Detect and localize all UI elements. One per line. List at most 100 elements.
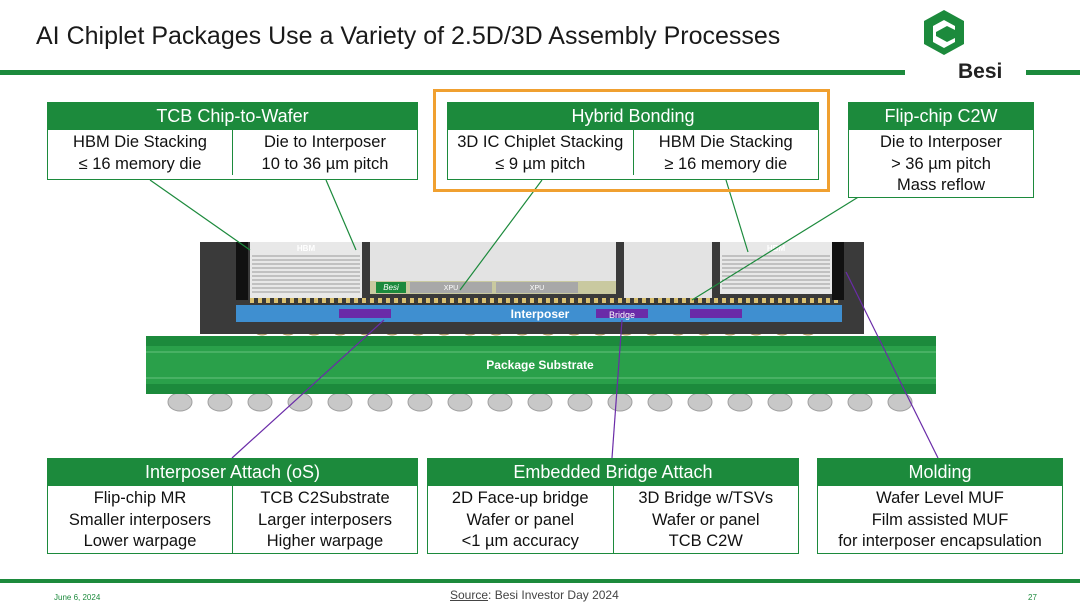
- micro-bump: [586, 298, 590, 303]
- box-text: 3D IC Chiplet Stacking: [457, 133, 624, 151]
- micro-bump: [594, 298, 598, 303]
- micro-bump: [474, 298, 478, 303]
- micro-bump: [770, 298, 774, 303]
- solder-ball: [527, 392, 553, 412]
- micro-bump: [434, 298, 438, 303]
- substrate-label: Package Substrate: [486, 358, 594, 372]
- interposer-label: Interposer: [511, 307, 570, 321]
- embedded-bridge-attach-box: Embedded Bridge Attach 2D Face-up bridge…: [427, 458, 799, 554]
- micro-bump: [402, 298, 406, 303]
- micro-bump: [354, 298, 358, 303]
- solder-ball: [407, 392, 433, 412]
- box-text: Mass reflow: [896, 176, 986, 194]
- box-column: 3D IC Chiplet Stacking ≤ 9 µm pitch: [448, 130, 633, 175]
- box-heading: Hybrid Bonding: [448, 103, 818, 130]
- micro-bump: [762, 298, 766, 303]
- solder-ball: [567, 392, 593, 412]
- box-text: TCB C2W: [668, 532, 743, 550]
- micro-bump: [658, 298, 662, 303]
- micro-bump: [250, 298, 254, 303]
- box-text: Flip-chip MR: [93, 489, 187, 507]
- micro-bump: [418, 298, 422, 303]
- solder-ball: [367, 392, 393, 412]
- footer-date: June 6, 2024: [54, 593, 101, 602]
- micro-bump: [538, 298, 542, 303]
- bridge-right: [690, 309, 742, 318]
- micro-bump: [786, 298, 790, 303]
- micro-bump: [394, 298, 398, 303]
- box-column: Die to Interposer 10 to 36 µm pitch: [232, 130, 417, 175]
- solder-ball: [887, 392, 913, 412]
- box-text: Lower warpage: [83, 532, 197, 550]
- micro-bump: [386, 298, 390, 303]
- box-column: Flip-chip MR Smaller interposers Lower w…: [48, 486, 232, 553]
- micro-bump: [682, 298, 686, 303]
- micro-bump: [370, 298, 374, 303]
- micro-bump: [514, 298, 518, 303]
- header-rule: [0, 70, 905, 75]
- micro-bump: [666, 298, 670, 303]
- micro-bump: [578, 298, 582, 303]
- micro-bump: [322, 298, 326, 303]
- besi-logo-icon: [924, 10, 964, 55]
- solder-ball: [847, 392, 873, 412]
- micro-bump: [426, 298, 430, 303]
- box-text: Wafer Level MUF: [876, 489, 1004, 507]
- solder-ball: [767, 392, 793, 412]
- box-text: Die to Interposer: [880, 133, 1002, 151]
- micro-bump: [714, 298, 718, 303]
- micro-bump: [642, 298, 646, 303]
- micro-bump: [498, 298, 502, 303]
- box-text: > 36 µm pitch: [891, 154, 991, 173]
- micro-bump: [730, 298, 734, 303]
- micro-bump: [546, 298, 550, 303]
- box-text: Film assisted MUF: [871, 510, 1009, 529]
- micro-bump: [634, 298, 638, 303]
- hybrid-bonding-box: Hybrid Bonding 3D IC Chiplet Stacking ≤ …: [447, 102, 819, 180]
- box-column: HBM Die Stacking ≥ 16 memory die: [632, 130, 819, 175]
- micro-bump: [490, 298, 494, 303]
- micro-bump: [450, 298, 454, 303]
- box-text: Wafer or panel: [466, 510, 575, 529]
- besi-tag-label: Besi: [383, 283, 399, 292]
- micro-bump: [746, 298, 750, 303]
- box-heading: Flip-chip C2W: [849, 103, 1033, 130]
- micro-bump: [298, 298, 302, 303]
- box-column: 3D Bridge w/TSVs Wafer or panel TCB C2W: [612, 486, 799, 553]
- micro-bump: [706, 298, 710, 303]
- micro-bump: [482, 298, 486, 303]
- micro-bump: [818, 298, 822, 303]
- middle-die: [624, 242, 712, 298]
- micro-bump: [282, 298, 286, 303]
- tcb-chip-to-wafer-box: TCB Chip-to-Wafer HBM Die Stacking ≤ 16 …: [47, 102, 418, 180]
- solder-ball: [167, 392, 193, 412]
- micro-bump: [442, 298, 446, 303]
- besi-chiplet: [376, 282, 406, 293]
- box-text: ≤ 9 µm pitch: [495, 154, 586, 173]
- micro-bump: [314, 298, 318, 303]
- box-heading: Molding: [818, 459, 1062, 486]
- hbm-left-label: HBM: [297, 244, 316, 253]
- box-heading: Interposer Attach (oS): [48, 459, 417, 486]
- solder-ball: [487, 392, 513, 412]
- molding-box: Molding Wafer Level MUF Film assisted MU…: [817, 458, 1063, 554]
- micro-bump: [722, 298, 726, 303]
- micro-bump: [650, 298, 654, 303]
- micro-bump: [378, 298, 382, 303]
- micro-bump: [338, 298, 342, 303]
- micro-bump: [330, 298, 334, 303]
- box-text: for interposer encapsulation: [838, 532, 1042, 550]
- micro-bump: [362, 298, 366, 303]
- hybrid-bonding-highlight: [433, 89, 830, 192]
- solder-balls: [167, 392, 913, 412]
- micro-bump: [522, 298, 526, 303]
- micro-bump: [610, 298, 614, 303]
- micro-bump: [458, 298, 462, 303]
- micro-bump: [698, 298, 702, 303]
- solder-ball: [207, 392, 233, 412]
- box-text: Larger interposers: [258, 510, 392, 529]
- micro-bump: [258, 298, 262, 303]
- box-column: Wafer Level MUF Film assisted MUF for in…: [818, 486, 1062, 553]
- page-number: 27: [1028, 593, 1037, 602]
